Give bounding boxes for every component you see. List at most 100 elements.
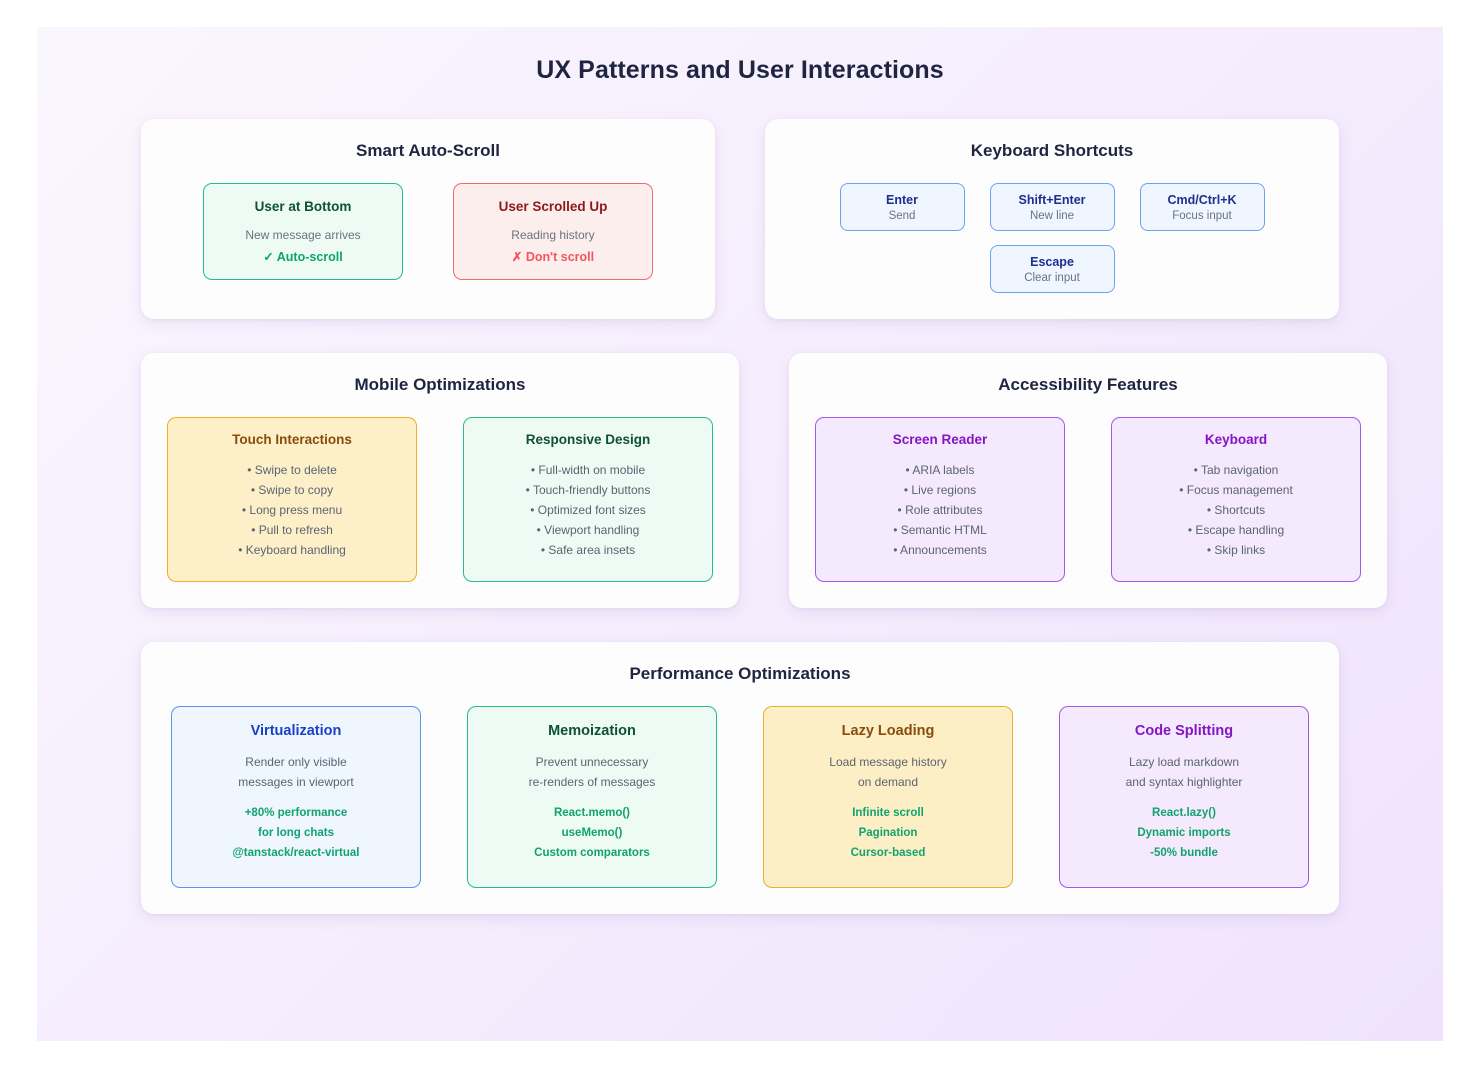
- list-item: • Skip links: [1206, 543, 1266, 557]
- list-item: • Semantic HTML: [893, 523, 987, 537]
- card-metric-list: React.memo() useMemo() Custom comparator…: [534, 803, 650, 863]
- accessibility-card-row: Screen Reader • ARIA labels • Live regio…: [815, 417, 1361, 582]
- list-item: • Keyboard handling: [238, 543, 346, 557]
- card-metric: React.memo(): [553, 807, 631, 819]
- shortcut-escape[interactable]: Escape Clear input: [989, 245, 1115, 293]
- state-action-check-icon-label: ✓ Auto-scroll: [263, 250, 343, 264]
- state-context: Reading history: [511, 228, 595, 242]
- auto-scroll-state-row: User at Bottom New message arrives ✓ Aut…: [167, 183, 689, 280]
- row-two: Mobile Optimizations Touch Interactions …: [37, 353, 1443, 608]
- card-virtualization[interactable]: Virtualization Render only visible messa…: [171, 706, 421, 888]
- card-item-list: • ARIA labels • Live regions • Role attr…: [826, 460, 1054, 560]
- card-metric: +80% performance: [244, 807, 348, 819]
- card-title: Screen Reader: [892, 432, 988, 447]
- panel-keyboard-shortcuts: Keyboard Shortcuts Enter Send Shift+Ente…: [765, 119, 1339, 319]
- card-memoization[interactable]: Memoization Prevent unnecessary re-rende…: [467, 706, 717, 888]
- card-metric: React.lazy(): [1152, 807, 1216, 819]
- card-title: Virtualization: [250, 723, 342, 739]
- list-item: • Shortcuts: [1206, 503, 1266, 517]
- shortcut-shift-enter[interactable]: Shift+Enter New line: [989, 183, 1115, 231]
- panel-accessibility-features: Accessibility Features Screen Reader • A…: [789, 353, 1387, 608]
- panel-performance-optimizations: Performance Optimizations Virtualization…: [141, 642, 1339, 914]
- card-metric-list: React.lazy() Dynamic imports -50% bundle: [1137, 803, 1230, 863]
- shortcut-key: Escape: [1030, 254, 1074, 269]
- shortcut-key: Shift+Enter: [1018, 192, 1086, 207]
- card-metric: Pagination: [858, 827, 918, 839]
- card-description-line: Lazy load markdown: [1128, 755, 1240, 769]
- card-description-line: messages in viewport: [238, 775, 354, 789]
- shortcut-key: Cmd/Ctrl+K: [1167, 192, 1237, 207]
- page-title: UX Patterns and User Interactions: [536, 56, 944, 84]
- state-card-user-at-bottom[interactable]: User at Bottom New message arrives ✓ Aut…: [203, 183, 403, 280]
- list-item: • Announcements: [893, 543, 987, 557]
- list-item: • ARIA labels: [905, 463, 975, 477]
- shortcut-description: New line: [1029, 209, 1075, 222]
- keyboard-shortcut-row: Escape Clear input: [989, 245, 1115, 293]
- card-description-line: on demand: [857, 775, 919, 789]
- panel-title-smart-auto-scroll: Smart Auto-Scroll: [356, 141, 500, 160]
- row-one: Smart Auto-Scroll User at Bottom New mes…: [37, 119, 1443, 319]
- card-description-line: re-renders of messages: [528, 775, 656, 789]
- card-responsive-design[interactable]: Responsive Design • Full-width on mobile…: [463, 417, 713, 582]
- shortcut-key: Enter: [886, 192, 918, 207]
- card-metric: Custom comparators: [534, 847, 650, 859]
- list-item: • Pull to refresh: [251, 523, 333, 537]
- card-title: Lazy Loading: [841, 723, 935, 739]
- list-item: • Live regions: [903, 483, 977, 497]
- shortcut-cmd-ctrl-k[interactable]: Cmd/Ctrl+K Focus input: [1139, 183, 1265, 231]
- card-title: Touch Interactions: [232, 432, 352, 447]
- panel-mobile-optimizations: Mobile Optimizations Touch Interactions …: [141, 353, 739, 608]
- card-metric: for long chats: [257, 827, 335, 839]
- mobile-card-row: Touch Interactions • Swipe to delete • S…: [167, 417, 713, 582]
- shortcut-description: Focus input: [1172, 209, 1232, 222]
- panel-title-performance-optimizations: Performance Optimizations: [629, 664, 851, 683]
- card-description-line: Prevent unnecessary: [535, 755, 649, 769]
- card-title: Code Splitting: [1134, 723, 1234, 739]
- card-metric: Dynamic imports: [1137, 827, 1231, 839]
- card-metric: useMemo(): [561, 827, 623, 839]
- card-screen-reader[interactable]: Screen Reader • ARIA labels • Live regio…: [815, 417, 1065, 582]
- card-description-line: Load message history: [829, 755, 947, 769]
- card-title: Memoization: [548, 723, 636, 739]
- list-item: • Touch-friendly buttons: [525, 483, 651, 497]
- card-title: Responsive Design: [525, 432, 651, 447]
- card-description-line: Render only visible: [245, 755, 347, 769]
- state-title: User Scrolled Up: [498, 199, 608, 214]
- card-metric: -50% bundle: [1150, 847, 1218, 859]
- card-description-line: and syntax highlighter: [1125, 775, 1243, 789]
- list-item: • Viewport handling: [536, 523, 640, 537]
- state-context: New message arrives: [245, 228, 361, 242]
- list-item: • Tab navigation: [1193, 463, 1279, 477]
- list-item: • Full-width on mobile: [530, 463, 646, 477]
- state-title: User at Bottom: [254, 199, 352, 214]
- card-code-splitting[interactable]: Code Splitting Lazy load markdown and sy…: [1059, 706, 1309, 888]
- list-item: • Long press menu: [241, 503, 343, 517]
- list-item: • Safe area insets: [540, 543, 636, 557]
- card-item-list: • Swipe to delete • Swipe to copy • Long…: [178, 460, 406, 560]
- list-item: • Swipe to delete: [247, 463, 337, 477]
- panel-title-mobile-optimizations: Mobile Optimizations: [354, 375, 526, 394]
- card-metric-list: Infinite scroll Pagination Cursor-based: [851, 803, 926, 863]
- card-metric: Infinite scroll: [852, 807, 924, 819]
- card-metric: @tanstack/react-virtual: [232, 847, 360, 859]
- list-item: • Role attributes: [897, 503, 983, 517]
- card-title: Keyboard: [1204, 432, 1268, 447]
- shortcut-enter[interactable]: Enter Send: [839, 183, 965, 231]
- card-item-list: • Full-width on mobile • Touch-friendly …: [474, 460, 702, 560]
- diagram-canvas: UX Patterns and User Interactions Smart …: [37, 27, 1443, 1041]
- list-item: • Focus management: [1179, 483, 1293, 497]
- card-keyboard[interactable]: Keyboard • Tab navigation • Focus manage…: [1111, 417, 1361, 582]
- card-metric: Cursor-based: [850, 847, 926, 859]
- panel-title-accessibility-features: Accessibility Features: [998, 375, 1178, 394]
- card-touch-interactions[interactable]: Touch Interactions • Swipe to delete • S…: [167, 417, 417, 582]
- state-card-user-scrolled-up[interactable]: User Scrolled Up Reading history ✗ Don't…: [453, 183, 653, 280]
- state-action-cross-icon-label: ✗ Don't scroll: [511, 250, 595, 264]
- list-item: • Optimized font sizes: [530, 503, 646, 517]
- shortcut-description: Clear input: [1024, 271, 1080, 284]
- panel-smart-auto-scroll: Smart Auto-Scroll User at Bottom New mes…: [141, 119, 715, 319]
- panel-title-keyboard-shortcuts: Keyboard Shortcuts: [970, 141, 1134, 160]
- list-item: • Swipe to copy: [250, 483, 334, 497]
- keyboard-shortcut-list: Enter Send Shift+Enter New line Cmd/Ctrl…: [791, 183, 1313, 293]
- shortcut-description: Send: [888, 209, 916, 222]
- card-lazy-loading[interactable]: Lazy Loading Load message history on dem…: [763, 706, 1013, 888]
